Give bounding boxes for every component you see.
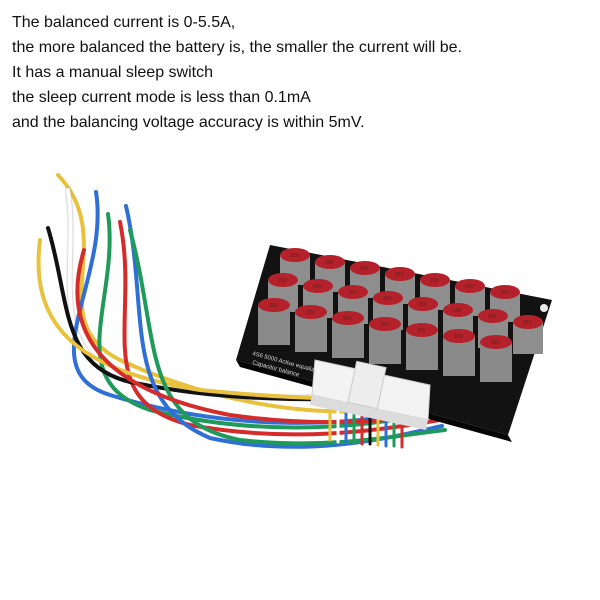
svg-text:25V: 25V (383, 296, 393, 302)
capacitor: 25V (332, 311, 364, 358)
svg-text:25V: 25V (348, 290, 358, 296)
svg-text:25V: 25V (313, 284, 323, 290)
capacitor: 25V (443, 329, 475, 376)
svg-text:25V: 25V (360, 266, 370, 272)
svg-text:25V: 25V (395, 272, 405, 278)
svg-text:25V: 25V (325, 260, 335, 266)
capacitor: 25V (513, 315, 543, 354)
capacitor: 25V (480, 335, 512, 382)
description-line-1: The balanced current is 0-5.5A, (12, 14, 236, 31)
svg-text:25V: 25V (465, 284, 475, 290)
capacitor: 25V (369, 317, 401, 364)
capacitor-grid: 25V 25V 25V 25V 25V 25V 25V 25V 25V 25V … (258, 248, 543, 382)
svg-text:25V: 25V (453, 308, 463, 314)
description-line-4: the sleep current mode is less than 0.1m… (12, 89, 311, 106)
svg-text:25V: 25V (418, 302, 428, 308)
svg-text:25V: 25V (417, 328, 427, 334)
svg-text:25V: 25V (290, 253, 300, 259)
description-line-5: and the balancing voltage accuracy is wi… (12, 114, 365, 131)
svg-text:25V: 25V (523, 320, 533, 326)
description-line-2: the more balanced the battery is, the sm… (12, 39, 462, 56)
capacitor: 25V (455, 279, 485, 316)
svg-text:25V: 25V (380, 322, 390, 328)
svg-text:25V: 25V (488, 314, 498, 320)
description-text: The balanced current is 0-5.5A, the more… (12, 10, 592, 135)
svg-text:25V: 25V (500, 290, 510, 296)
capacitor: 25V (420, 273, 450, 310)
svg-text:25V: 25V (269, 303, 279, 309)
balancer-board-photo: 4S6 5000 Active equalizer Capacitor bala… (36, 173, 552, 449)
wire-green-2 (128, 228, 447, 446)
svg-text:25V: 25V (278, 278, 288, 284)
svg-text:25V: 25V (306, 310, 316, 316)
svg-text:25V: 25V (343, 316, 353, 322)
capacitor: 25V (295, 305, 327, 352)
white-connector (310, 359, 431, 430)
svg-text:25V: 25V (430, 278, 440, 284)
svg-text:25V: 25V (454, 334, 464, 340)
wire-red-2 (75, 248, 432, 425)
description-line-3: It has a manual sleep switch (12, 64, 213, 81)
wire-green-loop (97, 212, 434, 430)
capacitor: 25V (406, 323, 438, 370)
svg-text:25V: 25V (491, 340, 501, 346)
capacitor: 25V (258, 298, 290, 345)
